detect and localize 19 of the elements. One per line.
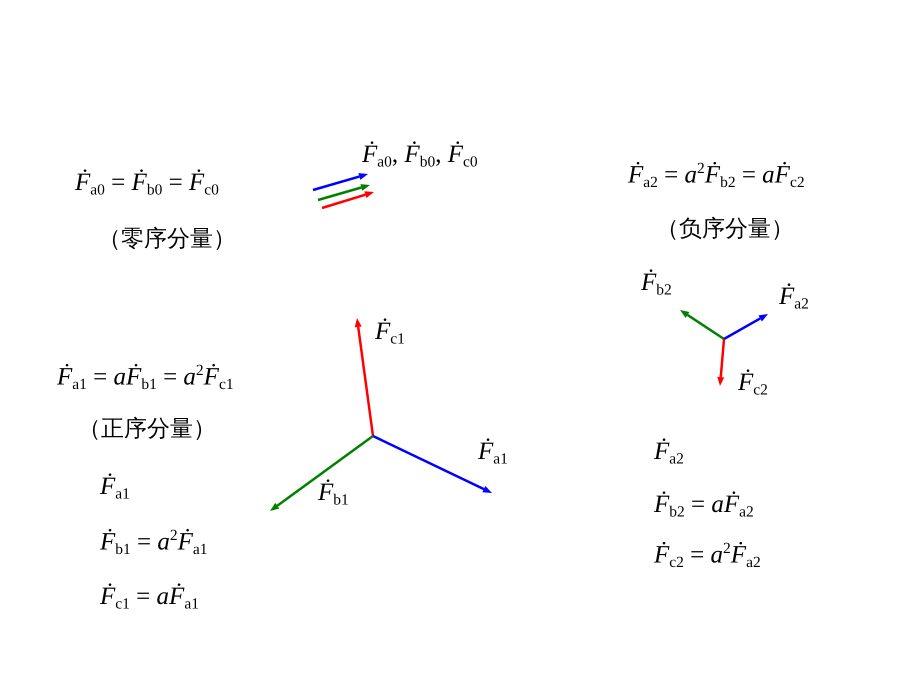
formula: Ḟ$_{b2}$ = aḞ$_{a2}$ bbox=[654, 490, 754, 522]
formula: Ḟ$_{a2}$ bbox=[654, 437, 684, 470]
phasor-label: Ḟ$_{a0}$, Ḟ$_{b0}$, Ḟ$_{c0}$ bbox=[362, 140, 478, 172]
phasor-label: Ḟ$_{a2}$ bbox=[779, 282, 809, 314]
sequence-caption: （正序分量） bbox=[78, 415, 216, 443]
phasor-label: Ḟ$_{a1}$ bbox=[478, 437, 508, 470]
formula: Ḟ$_{a1}$ = aḞ$_{b1}$ = a$^{2}$Ḟ$_{c1}$ bbox=[57, 362, 234, 395]
sequence-caption: （负序分量） bbox=[656, 215, 794, 243]
sequence-caption: （零序分量） bbox=[98, 225, 236, 253]
formula: Ḟ$_{a0}$ = Ḟ$_{b0}$ = Ḟ$_{c0}$ bbox=[75, 168, 219, 200]
formula: Ḟ$_{c1}$ = aḞ$_{a1}$ bbox=[100, 582, 199, 614]
phasor-label: Ḟ$_{c2}$ bbox=[738, 368, 768, 400]
formula: Ḟ$_{b1}$ = a$^{2}$Ḟ$_{a1}$ bbox=[100, 527, 208, 560]
formula: Ḟ$_{c2}$ = a$^{2}$Ḟ$_{a2}$ bbox=[654, 540, 761, 573]
formula: Ḟ$_{a2}$ = a$^{2}$Ḟ$_{b2}$ = aḞ$_{c2}$ bbox=[628, 160, 805, 193]
phasor-label: Ḟ$_{c1}$ bbox=[375, 317, 405, 350]
phasor-label: Ḟ$_{b2}$ bbox=[641, 268, 672, 300]
formula: Ḟ$_{a1}$ bbox=[100, 472, 130, 504]
phasor-label: Ḟ$_{b1}$ bbox=[318, 478, 349, 510]
